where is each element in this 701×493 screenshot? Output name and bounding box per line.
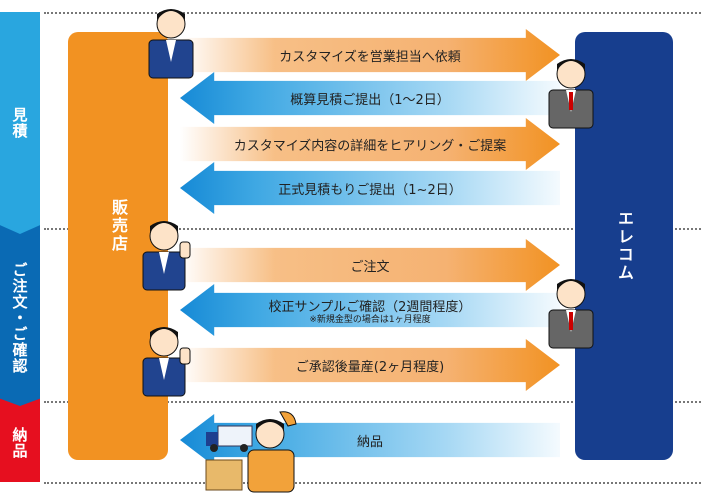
phase-delivery: 納品 <box>0 398 40 482</box>
phase-estimate: 見積 <box>0 12 40 234</box>
step-arrow-right: カスタマイズ内容の詳細をヒアリング・ご提案 <box>180 118 560 170</box>
step-label: 概算見積ご提出（1〜2日） <box>290 92 450 108</box>
step-label: ご注文 <box>350 259 390 275</box>
step-label: 正式見積もりご提出（1~2日） <box>278 182 462 198</box>
thumbs-up-salesperson-icon <box>142 221 191 291</box>
step-label: 校正サンプルご確認（2週間程度） <box>268 299 472 315</box>
shop-label: 販売店 <box>109 199 128 253</box>
delivery-truck-icon <box>205 411 297 493</box>
step-label: カスタマイズ内容の詳細をヒアリング・ご提案 <box>233 138 507 154</box>
phase-label: ご注文・ご確認 <box>10 262 29 374</box>
step-arrow-right: ご注文 <box>180 239 560 291</box>
phase-label: 納品 <box>10 427 29 459</box>
step-label: カスタマイズを営業担当へ依頼 <box>279 49 461 65</box>
divider <box>44 482 701 484</box>
phase-label: 見積 <box>10 107 29 139</box>
step-arrow-left: 概算見積ご提出（1〜2日） <box>180 72 560 124</box>
thinking-salesperson-icon <box>148 9 194 79</box>
phase-order: ご注文・ご確認 <box>0 222 40 406</box>
elecom-label: エレコム <box>615 210 634 282</box>
thumbs-up-salesperson-icon <box>142 327 191 397</box>
step-arrow-right: ご承認後量産(2ヶ月程度) <box>180 339 560 391</box>
step-label: 納品 <box>356 434 383 450</box>
step-label: ご承認後量産(2ヶ月程度) <box>295 359 445 375</box>
divider <box>44 12 701 14</box>
step-arrow-left: 正式見積もりご提出（1~2日） <box>180 162 560 214</box>
elecom-salesperson-icon <box>548 279 594 349</box>
divider <box>44 401 701 403</box>
step-note: ※新規金型の場合は1ヶ月程度 <box>309 314 431 325</box>
step-arrow-left: 校正サンプルご確認（2週間程度）※新規金型の場合は1ヶ月程度 <box>180 284 560 336</box>
divider <box>44 228 701 230</box>
step-arrow-right: カスタマイズを営業担当へ依頼 <box>180 29 560 81</box>
elecom-salesperson-icon <box>548 59 594 129</box>
